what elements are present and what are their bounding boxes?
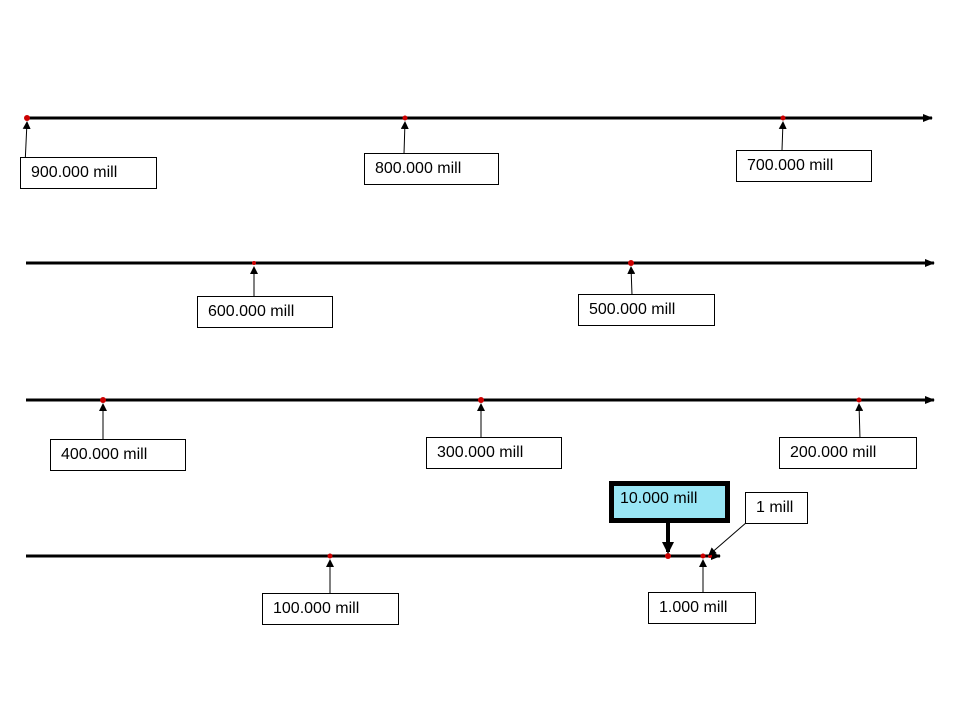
marker-400k	[100, 397, 106, 403]
marker-500k	[628, 260, 634, 266]
label-10000-mill-highlighted: 10.000 mill	[609, 481, 730, 523]
marker-800k	[402, 115, 408, 121]
pointer-200k	[855, 403, 864, 440]
marker-900k	[24, 115, 30, 121]
pointer-800k	[400, 121, 409, 155]
marker-300k	[478, 397, 484, 403]
marker-200k	[856, 397, 862, 403]
pointer-700k	[778, 121, 787, 151]
marker-100k	[327, 553, 333, 559]
marker-1k	[700, 553, 706, 559]
label-100000-mill: 100.000 mill	[262, 593, 399, 625]
marker-700k	[780, 115, 786, 121]
label-1-mill: 1 mill	[745, 492, 808, 524]
label-500000-mill: 500.000 mill	[578, 294, 715, 326]
label-400000-mill: 400.000 mill	[50, 439, 186, 471]
marker-10k	[665, 553, 671, 559]
label-700000-mill: 700.000 mill	[736, 150, 872, 182]
marker-600k	[252, 261, 256, 265]
label-1000-mill: 1.000 mill	[648, 592, 756, 624]
pointer-1	[708, 521, 748, 556]
label-200000-mill: 200.000 mill	[779, 437, 917, 469]
label-800000-mill: 800.000 mill	[364, 153, 499, 185]
label-600000-mill: 600.000 mill	[197, 296, 333, 328]
label-300000-mill: 300.000 mill	[426, 437, 562, 469]
pointer-500k	[627, 266, 636, 296]
label-900000-mill: 900.000 mill	[20, 157, 157, 189]
